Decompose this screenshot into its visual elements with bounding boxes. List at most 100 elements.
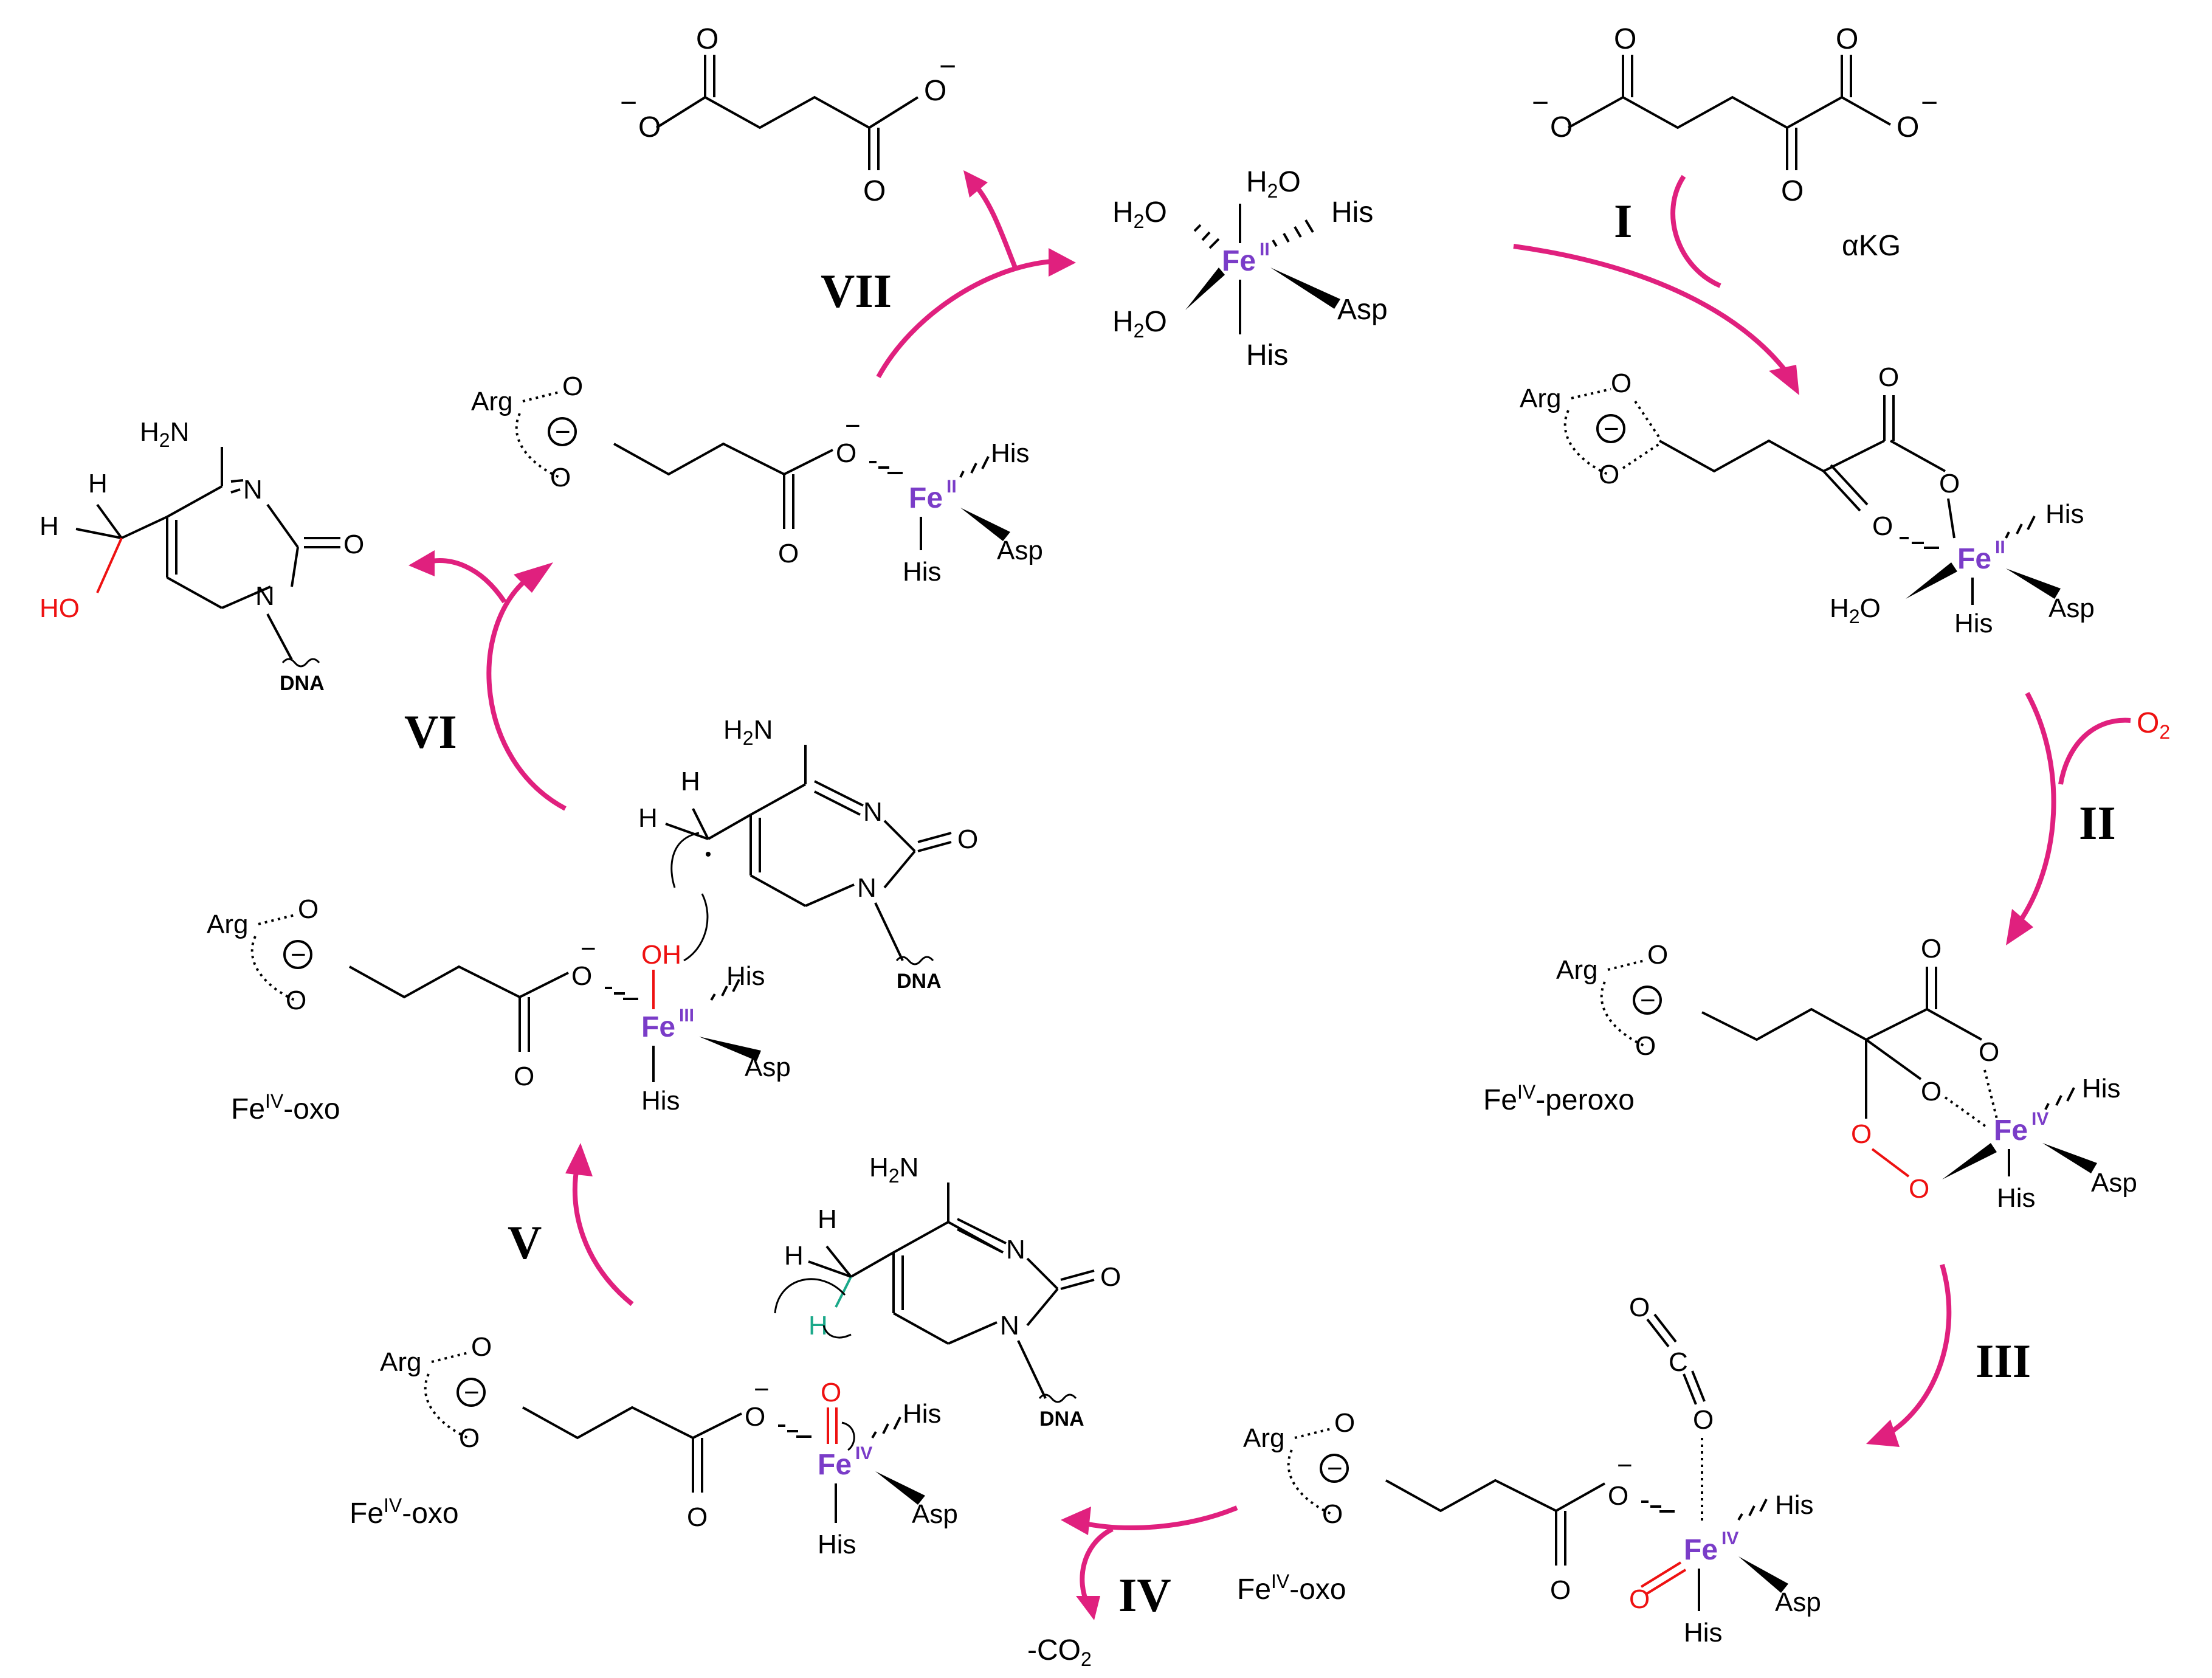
svg-text:His: His <box>726 961 765 991</box>
resting-iron-complex: Fe II H2O H2O H2O His Asp His <box>1112 166 1388 371</box>
svg-text:−: − <box>1921 87 1938 119</box>
peroxo-label: FeIV-peroxo <box>1483 1081 1635 1116</box>
svg-text:H: H <box>808 1311 828 1341</box>
svg-text:Fe: Fe <box>1957 543 1991 575</box>
arrow-step-4 <box>1081 1505 1238 1530</box>
svg-text:Fe: Fe <box>909 482 943 514</box>
arrow-co2-out <box>1080 1527 1114 1606</box>
oxygen-reagent: O2 <box>2137 707 2170 743</box>
svg-text:O: O <box>343 530 364 559</box>
step-label-2: II <box>2079 796 2116 849</box>
svg-text:DNA: DNA <box>897 970 942 993</box>
svg-text:His: His <box>818 1530 856 1559</box>
svg-text:O: O <box>1872 511 1893 541</box>
svg-text:−: − <box>555 417 571 447</box>
cycle-arrows <box>408 170 2131 1620</box>
svg-text:H2O: H2O <box>1112 196 1167 232</box>
oxo-label-right: FeIV-oxo <box>1237 1570 1346 1606</box>
iron-hydroxyl-radical-complex: Arg − O O O O − Fe III OH His Asp His Fe… <box>207 715 978 1125</box>
svg-text:H2O: H2O <box>1112 306 1167 342</box>
svg-text:−: − <box>1617 1451 1633 1480</box>
svg-text:O: O <box>1878 362 1899 392</box>
arrow-step-2-head <box>2006 909 2033 945</box>
svg-text:Fe: Fe <box>1994 1114 2028 1147</box>
svg-text:O: O <box>1629 1584 1650 1614</box>
svg-text:O: O <box>924 75 946 107</box>
arrow-step-3-head <box>1866 1420 1900 1447</box>
step-label-3: III <box>1976 1334 2031 1387</box>
arrow-succinate-out <box>971 181 1018 269</box>
svg-text:Asp: Asp <box>1775 1587 1821 1617</box>
svg-text:DNA: DNA <box>280 672 325 695</box>
svg-text:−: − <box>464 1378 480 1407</box>
svg-text:O: O <box>1897 111 1919 143</box>
svg-text:IV: IV <box>1721 1528 1738 1549</box>
svg-text:N: N <box>863 797 883 827</box>
svg-text:O: O <box>863 175 886 207</box>
arrow-o2-in <box>2058 717 2131 785</box>
oxo-label-bottom: FeIV-oxo <box>350 1494 459 1530</box>
svg-text:O: O <box>1939 469 1960 499</box>
arrow-co2-out-head <box>1076 1596 1100 1620</box>
step-label-6: VI <box>404 705 457 758</box>
svg-text:O: O <box>1647 940 1668 970</box>
svg-text:H: H <box>681 767 700 796</box>
svg-text:O: O <box>696 23 718 55</box>
arrow-akg-in <box>1670 174 1721 288</box>
svg-text:O: O <box>1693 1405 1714 1435</box>
svg-text:Asp: Asp <box>1337 294 1388 326</box>
arrow-step-2 <box>2016 692 2056 926</box>
arrow-step-3 <box>1880 1263 1952 1440</box>
svg-text:O: O <box>471 1332 492 1362</box>
arrow-step-6 <box>486 575 567 811</box>
svg-text:−: − <box>845 411 861 441</box>
radical-cytosine: H2N N N O DNA H H <box>638 715 978 993</box>
svg-text:O: O <box>745 1402 765 1432</box>
svg-text:His: His <box>903 1399 942 1429</box>
hydroxymethylcytosine-product: H2N N N O DNA H H HO <box>40 417 364 695</box>
svg-text:−: − <box>939 50 956 83</box>
svg-text:O: O <box>514 1062 534 1091</box>
iron-akg-complex: Arg − O O O O O Fe II His Asp His H2O <box>1520 362 2095 638</box>
svg-text:O: O <box>1629 1293 1650 1322</box>
step-label-4: IV <box>1118 1569 1171 1621</box>
svg-text:O: O <box>1921 1077 1942 1107</box>
svg-text:His: His <box>1246 339 1288 371</box>
svg-text:Arg: Arg <box>380 1347 421 1377</box>
iron-oxo-substrate-complex: Arg − O O O O − Fe IV O His Asp His FeIV… <box>350 1153 1121 1559</box>
svg-text:−: − <box>1640 986 1656 1015</box>
arrow-product-out-head <box>408 550 435 576</box>
iron-peroxo-complex: Arg − O O O O O O O Fe IV His Asp His Fe… <box>1483 934 2137 1213</box>
svg-text:O: O <box>459 1423 480 1453</box>
svg-text:His: His <box>2082 1074 2121 1103</box>
svg-text:H: H <box>784 1241 804 1271</box>
svg-text:O: O <box>1611 368 1631 398</box>
arrow-step-7 <box>876 259 1052 378</box>
svg-text:O: O <box>1100 1262 1121 1292</box>
svg-text:O: O <box>957 824 978 854</box>
svg-text:His: His <box>1684 1618 1723 1648</box>
svg-text:O: O <box>298 894 319 924</box>
svg-text:Asp: Asp <box>745 1052 791 1082</box>
svg-text:IV: IV <box>855 1443 872 1463</box>
svg-text:Asp: Asp <box>2048 593 2095 623</box>
alpha-ketoglutarate-molecule: O O − O O − O αKG <box>1532 23 1938 262</box>
svg-text:II: II <box>946 477 957 497</box>
svg-text:Arg: Arg <box>1520 384 1561 413</box>
svg-text:HO: HO <box>40 593 80 623</box>
arrow-step-5-head <box>565 1143 593 1176</box>
svg-text:Asp: Asp <box>2091 1168 2137 1198</box>
svg-text:O: O <box>1550 111 1573 143</box>
arrow-step-7-head <box>1049 248 1076 277</box>
svg-text:−: − <box>620 87 637 119</box>
svg-text:−: − <box>1604 414 1619 444</box>
svg-text:O: O <box>286 986 306 1015</box>
svg-text:N: N <box>1000 1311 1019 1341</box>
svg-text:Arg: Arg <box>207 910 248 939</box>
svg-text:H: H <box>818 1204 837 1234</box>
svg-text:N: N <box>243 475 263 505</box>
akg-label: αKG <box>1842 230 1901 262</box>
svg-text:O: O <box>821 1378 841 1407</box>
svg-text:Arg: Arg <box>1243 1423 1284 1453</box>
